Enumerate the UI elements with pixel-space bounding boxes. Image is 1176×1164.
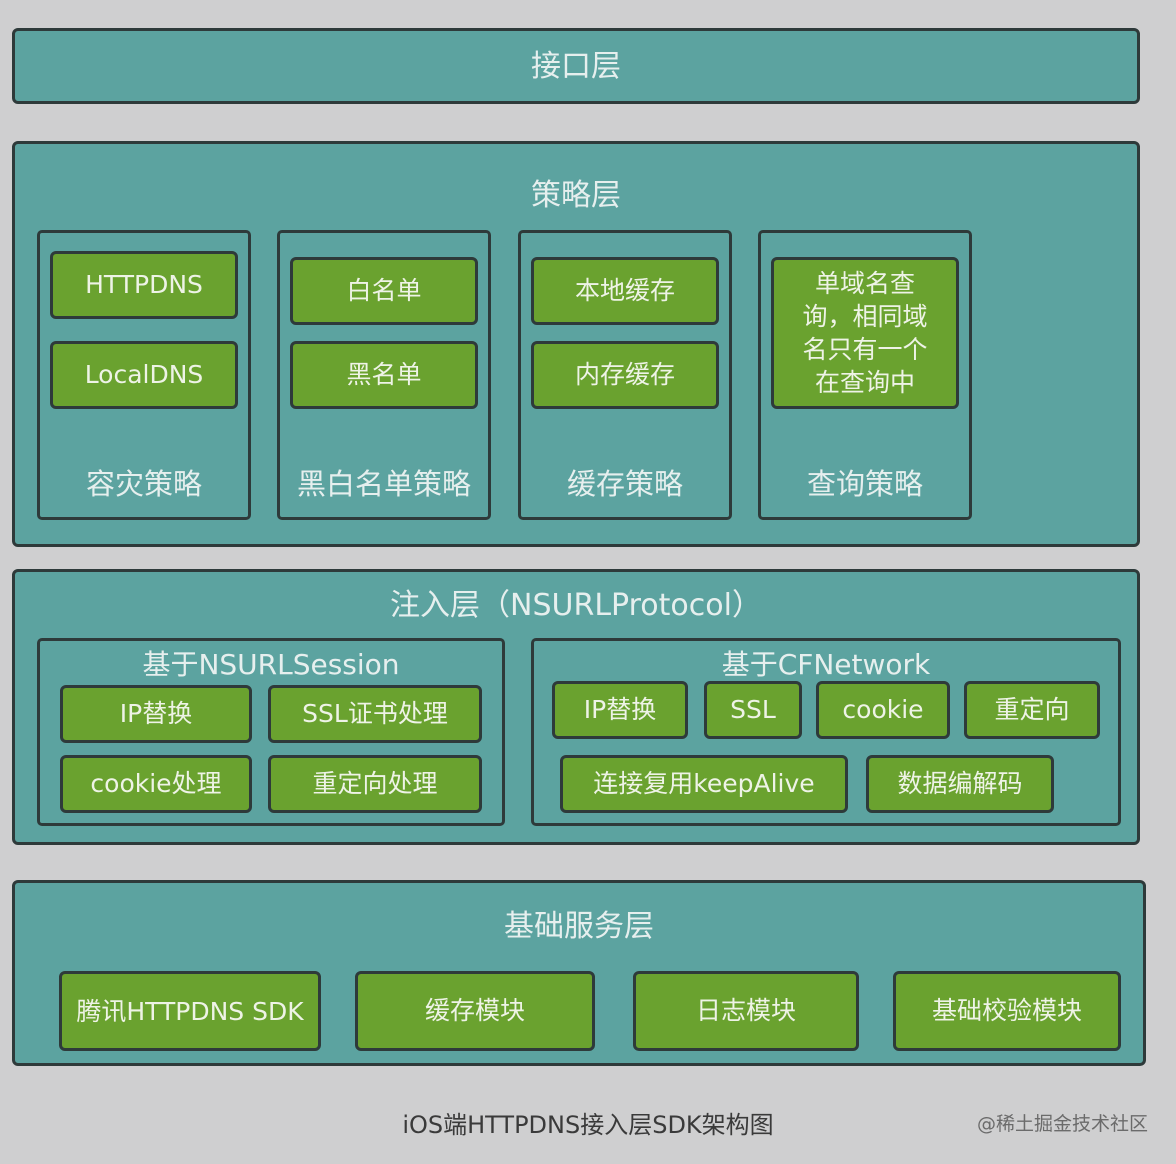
tencent-httpdns-sdk-box: 腾讯HTTPDNS SDK bbox=[59, 971, 321, 1051]
session-cookie-box: cookie处理 bbox=[60, 755, 252, 813]
cf-ip-replace-box: IP替换 bbox=[552, 681, 688, 739]
cache-module-box: 缓存模块 bbox=[355, 971, 595, 1051]
interface-layer-title: 接口层 bbox=[531, 49, 621, 84]
disaster-recovery-group: HTTPDNS LocalDNS 容灾策略 bbox=[37, 230, 251, 520]
cf-codec-box: 数据编解码 bbox=[866, 755, 1054, 813]
strategy-layer: 策略层 HTTPDNS LocalDNS 容灾策略 白名单 黑名单 黑白名单策略… bbox=[12, 141, 1140, 547]
session-ip-replace-box: IP替换 bbox=[60, 685, 252, 743]
injection-layer-title: 注入层（NSURLProtocol） bbox=[390, 588, 762, 623]
query-strategy-group: 单域名查询，相同域名只有一个在查询中 查询策略 bbox=[758, 230, 972, 520]
cache-strategy-label: 缓存策略 bbox=[566, 467, 683, 501]
diagram-caption: iOS端HTTPDNS接入层SDK架构图 bbox=[402, 1111, 774, 1139]
cf-keepalive-box: 连接复用keepAlive bbox=[560, 755, 848, 813]
blackwhite-list-label: 黑白名单策略 bbox=[296, 467, 471, 501]
strategy-layer-title: 策略层 bbox=[531, 178, 621, 213]
nsurlsession-label: 基于NSURLSession bbox=[142, 648, 400, 681]
whitelist-box: 白名单 bbox=[290, 257, 478, 325]
blackwhite-list-group: 白名单 黑名单 黑白名单策略 bbox=[277, 230, 491, 520]
injection-layer: 注入层（NSURLProtocol） 基于NSURLSession IP替换 S… bbox=[12, 569, 1140, 845]
interface-layer: 接口层 bbox=[12, 28, 1140, 104]
session-ssl-cert-box: SSL证书处理 bbox=[268, 685, 482, 743]
watermark: @稀土掘金技术社区 bbox=[976, 1113, 1148, 1135]
local-cache-box: 本地缓存 bbox=[531, 257, 719, 325]
localdns-box: LocalDNS bbox=[50, 341, 238, 409]
query-strategy-label: 查询策略 bbox=[806, 467, 923, 501]
single-domain-query-box: 单域名查询，相同域名只有一个在查询中 bbox=[771, 257, 959, 409]
base-service-layer-title: 基础服务层 bbox=[504, 909, 654, 944]
cf-cookie-box: cookie bbox=[816, 681, 950, 739]
session-redirect-box: 重定向处理 bbox=[268, 755, 482, 813]
nsurlsession-group: 基于NSURLSession IP替换 SSL证书处理 cookie处理 重定向… bbox=[37, 638, 505, 826]
memory-cache-box: 内存缓存 bbox=[531, 341, 719, 409]
cf-ssl-box: SSL bbox=[704, 681, 802, 739]
cfnetwork-group: 基于CFNetwork IP替换 SSL cookie 重定向 连接复用keep… bbox=[531, 638, 1121, 826]
cf-redirect-box: 重定向 bbox=[964, 681, 1100, 739]
base-service-layer: 基础服务层 腾讯HTTPDNS SDK 缓存模块 日志模块 基础校验模块 bbox=[12, 880, 1146, 1066]
cache-strategy-group: 本地缓存 内存缓存 缓存策略 bbox=[518, 230, 732, 520]
cfnetwork-label: 基于CFNetwork bbox=[721, 648, 931, 681]
disaster-recovery-label: 容灾策略 bbox=[85, 467, 202, 501]
blacklist-box: 黑名单 bbox=[290, 341, 478, 409]
log-module-box: 日志模块 bbox=[633, 971, 859, 1051]
httpdns-box: HTTPDNS bbox=[50, 251, 238, 319]
base-validation-module-box: 基础校验模块 bbox=[893, 971, 1121, 1051]
